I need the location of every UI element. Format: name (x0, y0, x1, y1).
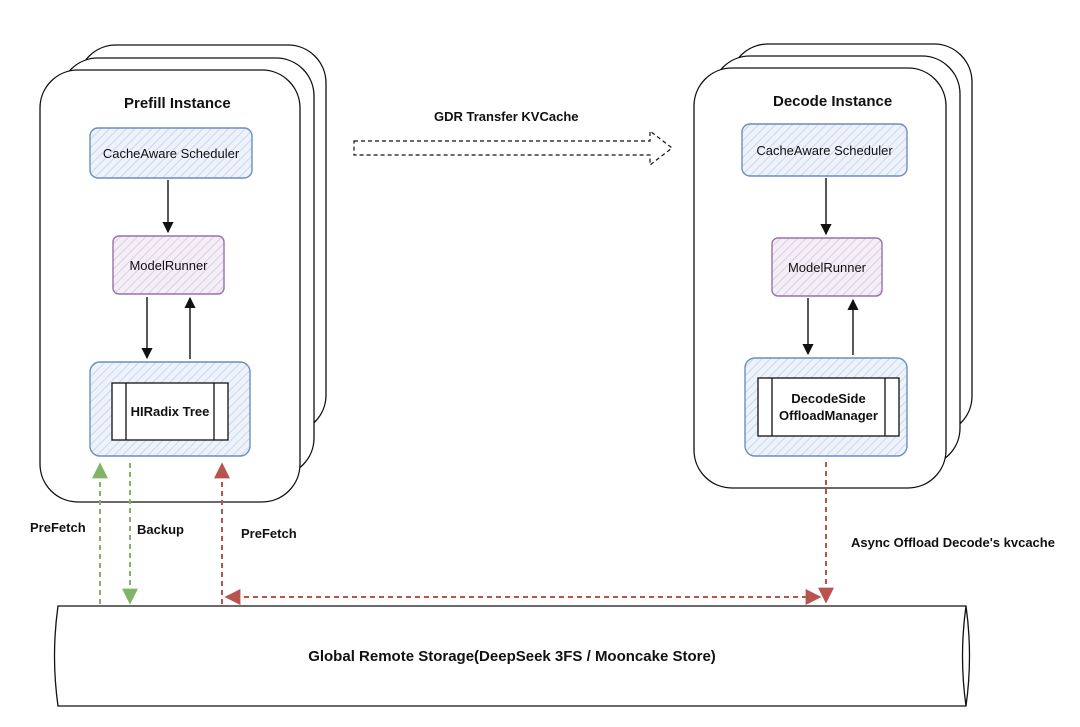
decode-offload-label: DecodeSide OffloadManager (758, 378, 899, 436)
prefetch-right-label: PreFetch (241, 526, 297, 541)
prefill-model-runner-box (112, 235, 225, 295)
prefill-tree-inner-box (111, 382, 229, 441)
decode-instance-title: Decode Instance (773, 93, 893, 110)
prefill-tree-label: HIRadix Tree (130, 404, 210, 419)
prefetch-left-label: PreFetch (30, 520, 86, 535)
decode-model-runner-label: ModelRunner (787, 259, 867, 275)
prefill-instance-title: Prefill Instance (124, 95, 231, 112)
global-storage-label: Global Remote Storage(DeepSeek 3FS / Moo… (308, 647, 716, 665)
global-storage-cylinder (53, 605, 971, 707)
decode-offload-inner-box (757, 377, 900, 437)
decode-model-runner-box (771, 237, 883, 297)
decode-scheduler-label: CacheAware Scheduler (756, 142, 893, 158)
backup-label: Backup (137, 522, 184, 537)
gdr-transfer-label: GDR Transfer KVCache (434, 109, 579, 124)
decode-offload-label-line2: OffloadManager (779, 408, 878, 423)
async-offload-label: Async Offload Decode's kvcache (851, 535, 1055, 550)
decode-offload-label-line1: DecodeSide (791, 391, 866, 406)
prefill-scheduler-label: CacheAware Scheduler (102, 145, 240, 161)
decode-scheduler-box (741, 123, 908, 177)
prefill-scheduler-box (89, 127, 253, 179)
gdr-transfer-arrow (353, 129, 673, 167)
prefill-model-runner-label: ModelRunner (129, 257, 208, 273)
